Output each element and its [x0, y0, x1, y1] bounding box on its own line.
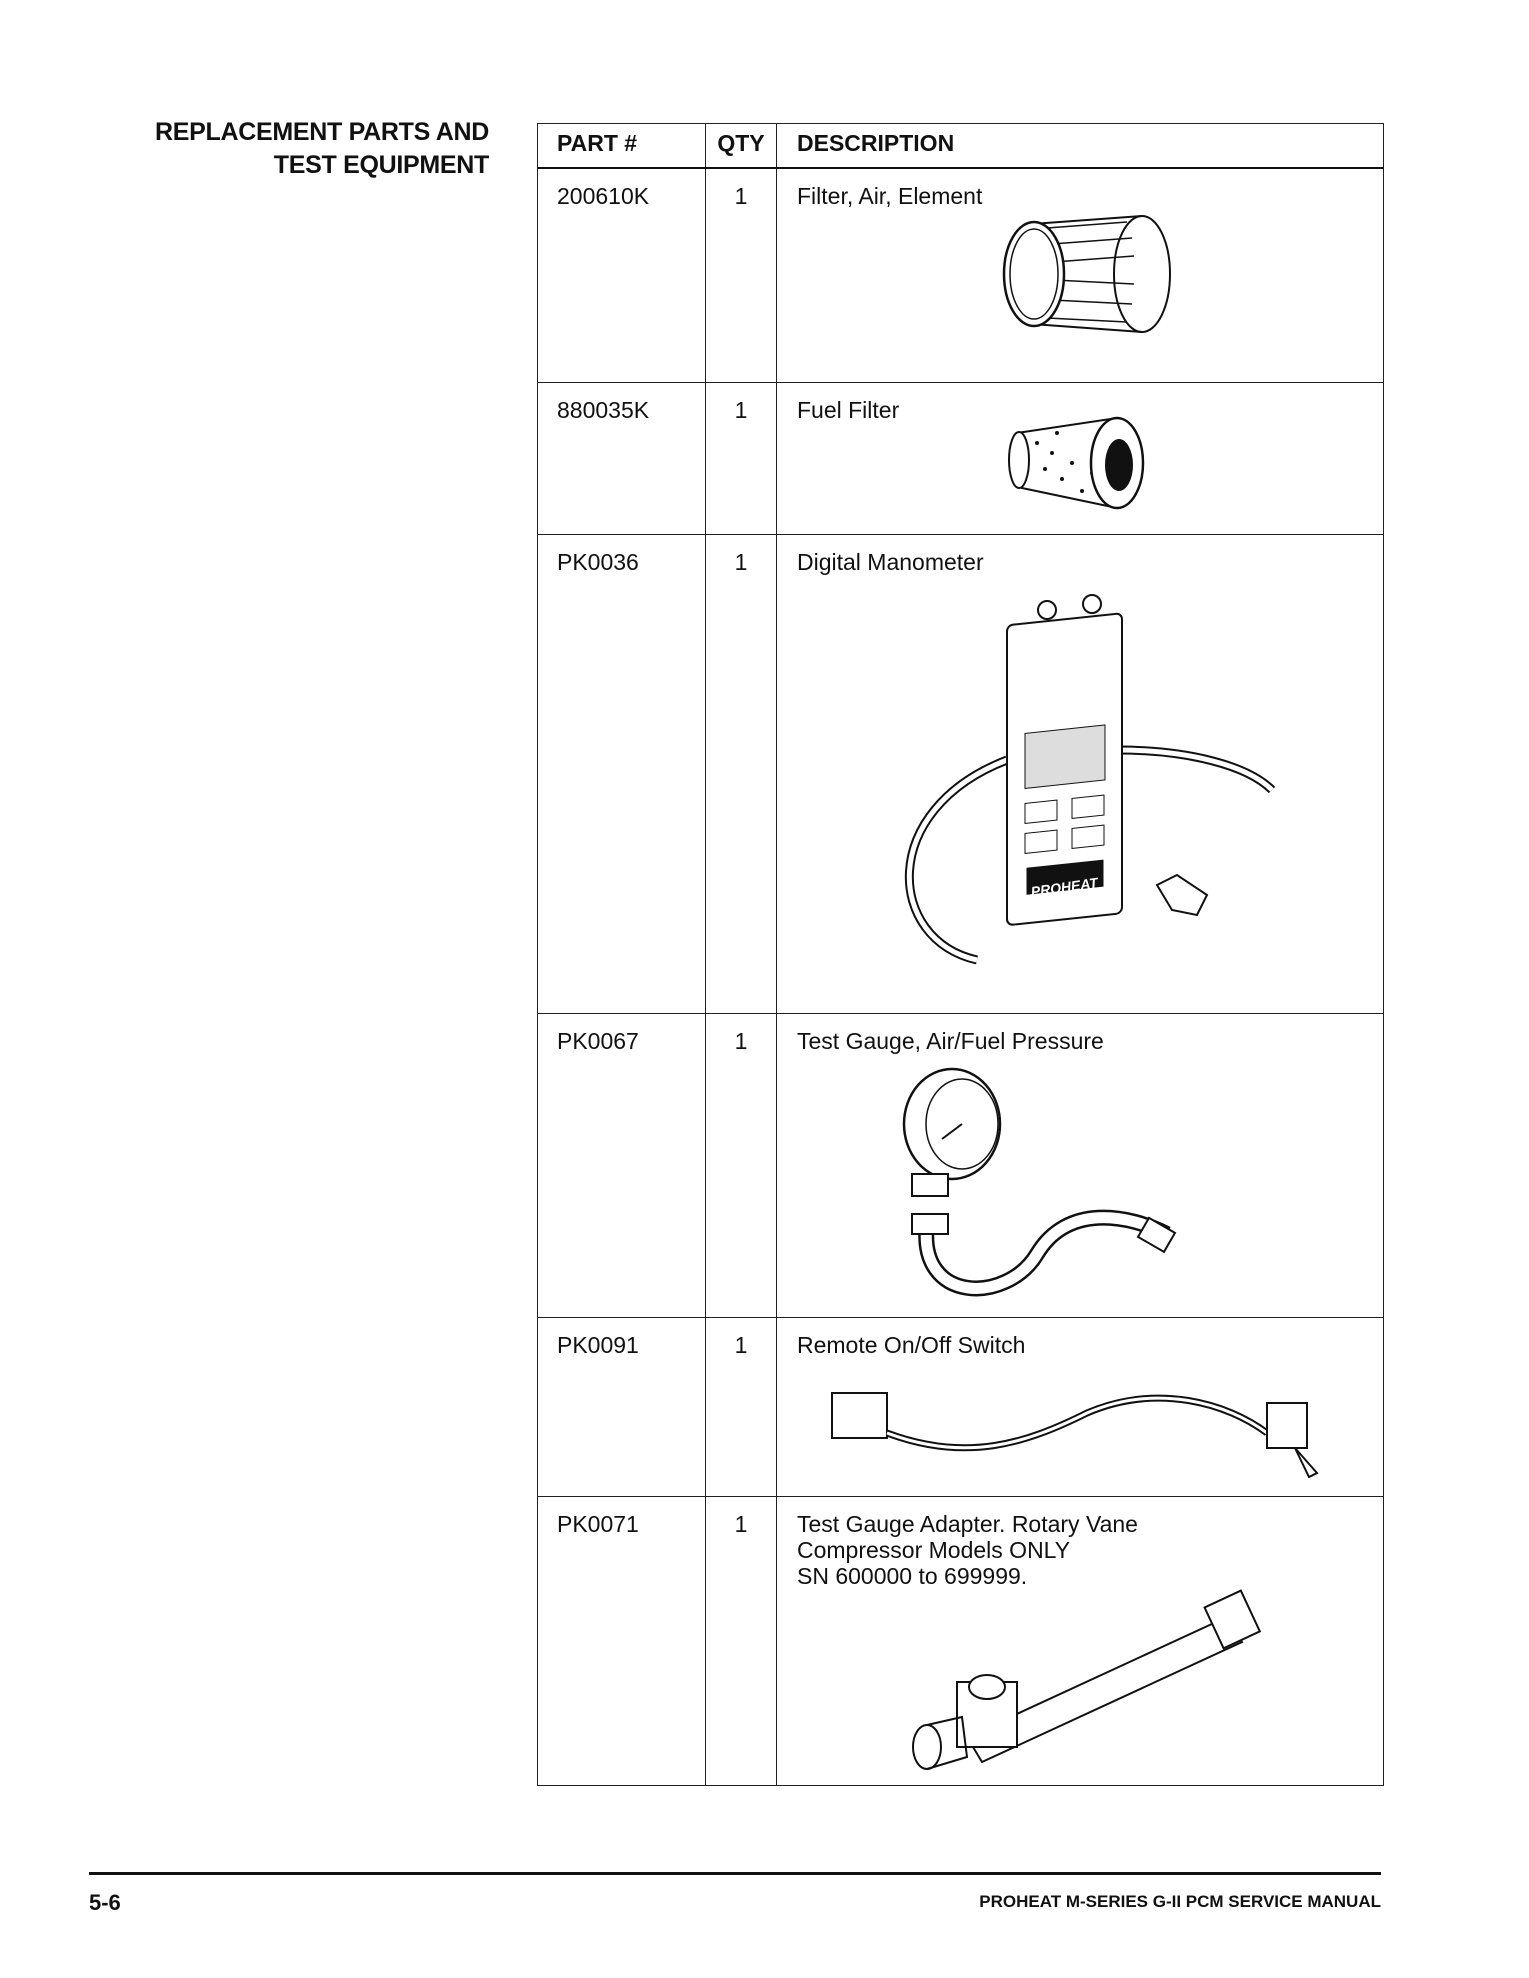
table-header-row: PART # QTY DESCRIPTION: [537, 123, 1384, 169]
description: Remote On/Off Switch: [797, 1331, 1026, 1358]
fuel-filter-illustration: [1008, 416, 1145, 509]
table-row: PK0071 1 Test Gauge Adapter. Rotary Vane…: [537, 1495, 1384, 1786]
part-number: PK0067: [537, 1012, 706, 1318]
part-number: PK0091: [537, 1316, 706, 1497]
quantity: 1: [705, 1316, 777, 1497]
manual-title: PROHEAT M-SERIES G-II PCM SERVICE MANUAL: [979, 1892, 1381, 1911]
header-description: DESCRIPTION: [776, 123, 1384, 169]
air-filter-element-illustration: [1002, 215, 1171, 333]
header-qty: QTY: [705, 123, 777, 169]
section-title-line-1: REPLACEMENT PARTS AND: [155, 118, 489, 146]
quantity: 1: [705, 1012, 777, 1318]
digital-manometer-illustration: PROHEAT: [905, 593, 1276, 964]
table-row: PK0091 1 Remote On/Off Switch: [537, 1316, 1384, 1497]
part-number: PK0071: [537, 1495, 706, 1786]
page-number: 5-6: [89, 1890, 121, 1915]
description: Filter, Air, Element: [797, 183, 983, 209]
description: Test Gauge Adapter. Rotary Vane Compress…: [797, 1510, 1138, 1589]
table-row: PK0067 1 Test Gauge, Air/Fuel Pressure: [537, 1012, 1384, 1318]
part-number: 880035K: [537, 381, 706, 535]
description: Test Gauge, Air/Fuel Pressure: [797, 1027, 1104, 1054]
quantity: 1: [705, 1495, 777, 1786]
quantity: 1: [705, 167, 777, 383]
table-row: 880035K 1 Fuel Filter: [537, 381, 1384, 535]
remote-switch-illustration: [831, 1391, 1319, 1478]
part-number: 200610K: [537, 167, 706, 383]
parts-table: PART # QTY DESCRIPTION 200610K 1 Filter,…: [537, 123, 1384, 1786]
quantity: 1: [705, 381, 777, 535]
description: Digital Manometer: [797, 548, 984, 575]
table-row: 200610K 1 Filter, Air, Element: [537, 167, 1384, 383]
footer-divider: [89, 1872, 1381, 1875]
pressure-gauge-illustration: [902, 1067, 1177, 1296]
section-title-line-2: TEST EQUIPMENT: [273, 151, 490, 179]
quantity: 1: [705, 533, 777, 1014]
description: Fuel Filter: [797, 396, 900, 423]
section-title: REPLACEMENT PARTS AND TEST EQUIPMENT: [155, 116, 489, 182]
gauge-adapter-illustration: [912, 1588, 1262, 1770]
table-row: PK0036 1 Digital Manometer PROHEAT: [537, 533, 1384, 1014]
part-number: PK0036: [537, 533, 706, 1014]
header-part: PART #: [537, 123, 706, 169]
